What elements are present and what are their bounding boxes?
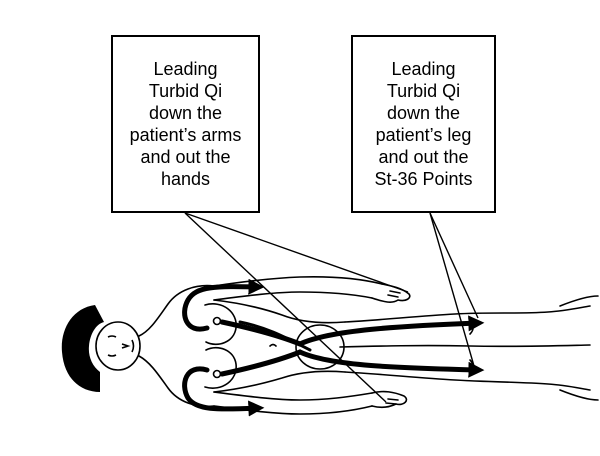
callout-arms-text: Leading Turbid Qi down the patient’s arm… (129, 59, 242, 189)
qi-flow-paths (182, 278, 485, 417)
dantian-circle (295, 324, 345, 370)
callout-legs-text: Leading Turbid Qi down the patient’s leg… (374, 59, 473, 189)
callout-legs: Leading Turbid Qi down the patient’s leg… (351, 35, 496, 213)
body-outline (138, 276, 599, 415)
head (95, 321, 141, 371)
leader-lines (184, 212, 479, 403)
hair-shape (61, 305, 104, 392)
callout-arms: Leading Turbid Qi down the patient’s arm… (111, 35, 260, 213)
